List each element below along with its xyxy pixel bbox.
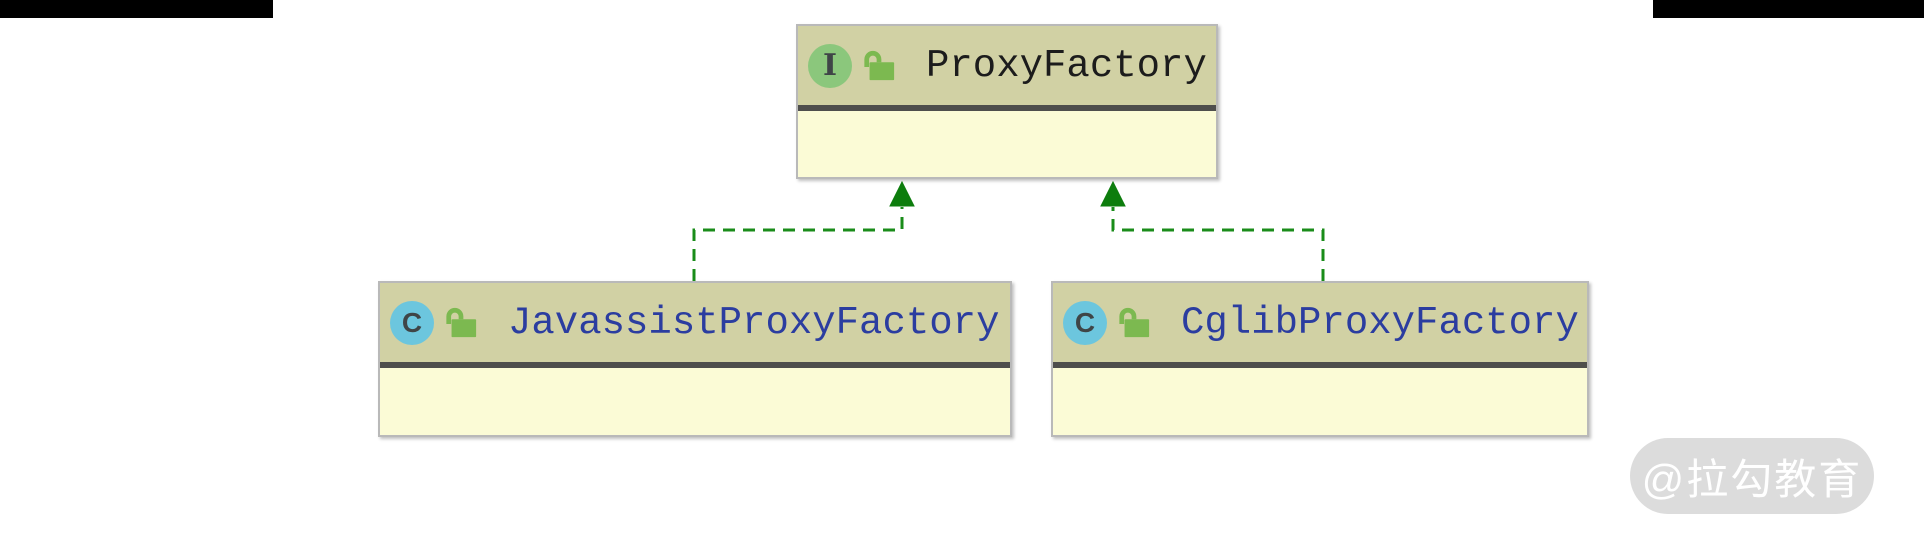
- class-icon: C: [1063, 300, 1107, 345]
- realization-edge-javassist: [692, 207, 904, 281]
- lagou-edu-watermark: @拉勾教育: [1630, 438, 1874, 514]
- node-divider: [798, 105, 1216, 111]
- realization-edge-cglib: [1111, 207, 1325, 281]
- node-header[interactable]: C JavassistProxyFactory: [380, 283, 1010, 362]
- watermark-text: @拉勾教育: [1641, 455, 1863, 503]
- top-left-black-bar: [0, 0, 273, 18]
- interface-icon: I: [808, 43, 852, 88]
- node-header[interactable]: C CglibProxyFactory: [1053, 283, 1587, 362]
- node-members-section[interactable]: [380, 368, 1010, 435]
- node-title: CglibProxyFactory: [1181, 300, 1579, 345]
- node-divider: [1053, 362, 1587, 368]
- node-divider: [380, 362, 1010, 368]
- node-title: JavassistProxyFactory: [508, 300, 1000, 345]
- uml-node-cglibproxyfactory[interactable]: C CglibProxyFactory: [1051, 281, 1589, 437]
- node-members-section[interactable]: [1053, 368, 1587, 435]
- public-lock-icon: [864, 50, 895, 80]
- node-header[interactable]: I ProxyFactory: [798, 26, 1216, 105]
- node-title: ProxyFactory: [926, 43, 1207, 88]
- realization-arrowhead-javassist: [889, 180, 915, 207]
- public-lock-icon: [1119, 307, 1150, 337]
- realization-arrowhead-cglib: [1100, 180, 1126, 207]
- top-right-black-bar: [1653, 0, 1924, 18]
- node-members-section[interactable]: [798, 111, 1216, 177]
- public-lock-icon: [446, 307, 477, 337]
- uml-node-javassistproxyfactory[interactable]: C JavassistProxyFactory: [378, 281, 1012, 437]
- uml-node-proxyfactory[interactable]: I ProxyFactory: [796, 24, 1218, 179]
- class-icon: C: [390, 300, 434, 345]
